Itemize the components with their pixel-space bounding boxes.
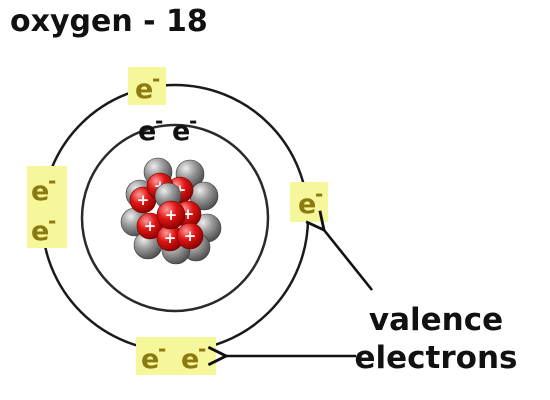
electron-highlight — [136, 337, 176, 375]
inner-electron-label: e — [138, 116, 156, 147]
valence-electron-left-lower: e - — [27, 208, 67, 248]
valence-electron-bottom-right: e - — [176, 337, 216, 375]
valence-electron-sign: - — [198, 337, 206, 361]
proton-sign: + — [184, 227, 197, 245]
valence-electron-top: e - — [128, 67, 166, 105]
valence-electron-sign: - — [158, 337, 166, 361]
inner-electron-label: e — [172, 116, 190, 147]
valence-electron-left-upper: e - — [27, 166, 67, 208]
valence-electron-label: e — [141, 344, 159, 375]
valence-electron-sign: - — [48, 169, 56, 193]
callout-line-valence: valence — [369, 302, 503, 338]
electron-highlight — [27, 166, 67, 208]
inner-electron-sign: - — [189, 109, 197, 133]
diagram-title: oxygen - 18 — [10, 4, 208, 39]
proton — [176, 222, 204, 250]
proton-sign: + — [144, 217, 157, 235]
inner-electron-sign: - — [155, 109, 163, 133]
proton-sign: + — [137, 191, 150, 209]
inner-orbit — [80, 123, 270, 313]
electron-highlight — [128, 67, 166, 105]
valence-electron-bottom-left: e - — [136, 337, 176, 375]
valence-electron-label: e — [298, 189, 316, 220]
valence-electron-label: e — [135, 74, 153, 105]
electron-highlight — [27, 208, 67, 248]
proton-sign: + — [164, 229, 177, 247]
valence-electron-sign: - — [152, 67, 160, 91]
proton — [156, 200, 186, 230]
valence-electron-right: e - — [290, 182, 328, 222]
valence-electron-label: e — [31, 176, 49, 207]
arrow-to-right-electron — [324, 230, 374, 291]
valence-electron-sign: - — [315, 182, 323, 206]
valence-electron-sign: - — [48, 209, 56, 233]
valence-electron-label: e — [181, 344, 199, 375]
nucleus: ++++++++ — [120, 157, 222, 265]
callout-line-electrons: electrons — [355, 340, 518, 376]
inner-electron-pair: e - e - — [138, 109, 197, 147]
valence-electron-label: e — [31, 216, 49, 247]
proton-sign: + — [165, 206, 178, 224]
